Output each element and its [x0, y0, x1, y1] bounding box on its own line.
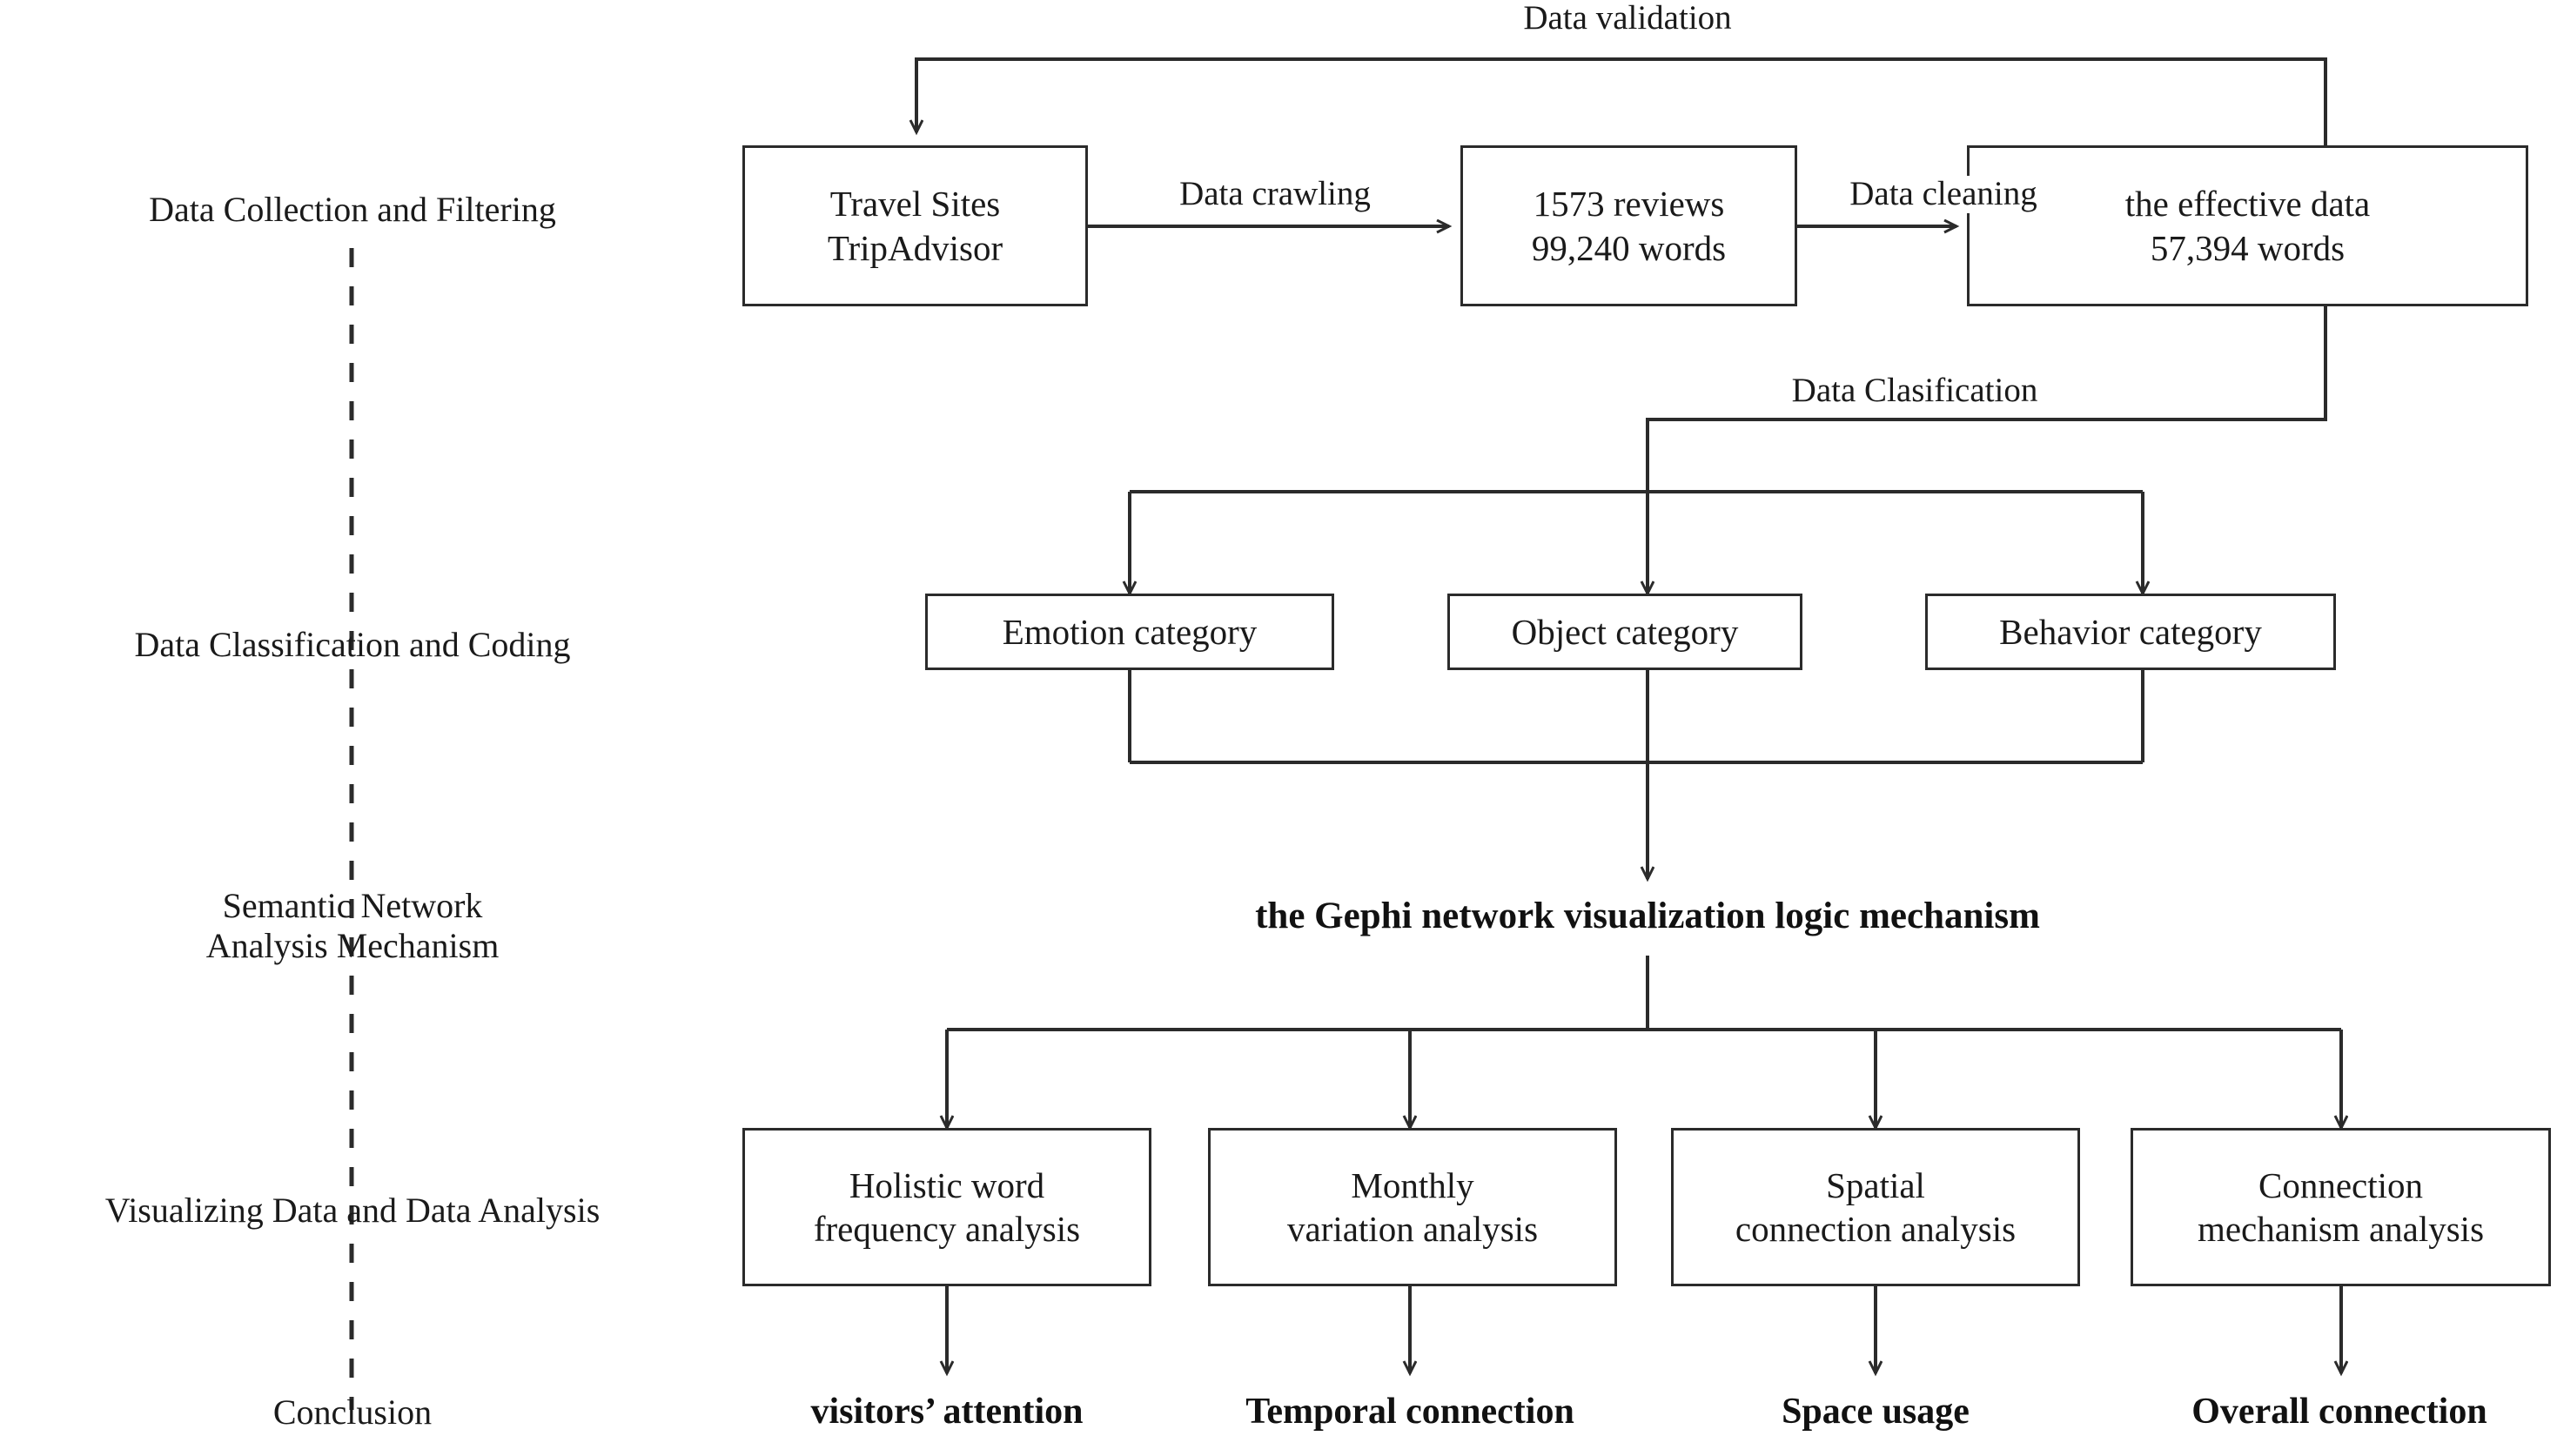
- edge-data-validation: [916, 57, 2327, 145]
- box-behavior-category[interactable]: Behavior category: [1925, 594, 2336, 670]
- stage-label-conclusion: Conclusion: [272, 1392, 433, 1432]
- box-holistic-word-frequency[interactable]: Holistic word frequency analysis: [742, 1128, 1151, 1286]
- stage-label-semantic-network: Semantic Network Analysis Mechanism: [205, 886, 500, 965]
- label-data-cleaning: Data cleaning: [1800, 175, 2087, 213]
- label-data-validation: Data validation: [1410, 0, 1845, 37]
- stage-label-data-collection: Data Collection and Filtering: [149, 190, 556, 229]
- box-connection-mechanism[interactable]: Connection mechanism analysis: [2131, 1128, 2551, 1286]
- conclusion-visitors-attention: visitors’ attention: [810, 1392, 1084, 1432]
- label-data-clasification: Data Clasification: [1680, 372, 2150, 410]
- box-travel-sites[interactable]: Travel Sites TripAdvisor: [742, 145, 1088, 306]
- box-reviews[interactable]: 1573 reviews 99,240 words: [1460, 145, 1797, 306]
- gephi-mechanism-title: the Gephi network visualization logic me…: [1255, 896, 2040, 936]
- box-object-category[interactable]: Object category: [1447, 594, 1802, 670]
- edge-data-classification: [1646, 306, 2327, 492]
- label-data-crawling: Data crawling: [1114, 175, 1436, 213]
- conclusion-temporal-connection: Temporal connection: [1245, 1392, 1574, 1432]
- conclusion-overall-connection: Overall connection: [2191, 1392, 2487, 1432]
- stage-label-data-classification: Data Classification and Coding: [134, 625, 571, 664]
- box-emotion-category[interactable]: Emotion category: [925, 594, 1334, 670]
- box-spatial-connection[interactable]: Spatial connection analysis: [1671, 1128, 2080, 1286]
- conclusion-space-usage: Space usage: [1782, 1392, 1970, 1432]
- box-monthly-variation[interactable]: Monthly variation analysis: [1208, 1128, 1617, 1286]
- stage-label-visualizing-data: Visualizing Data and Data Analysis: [104, 1191, 601, 1230]
- box-effective-data[interactable]: the effective data 57,394 words: [1967, 145, 2528, 306]
